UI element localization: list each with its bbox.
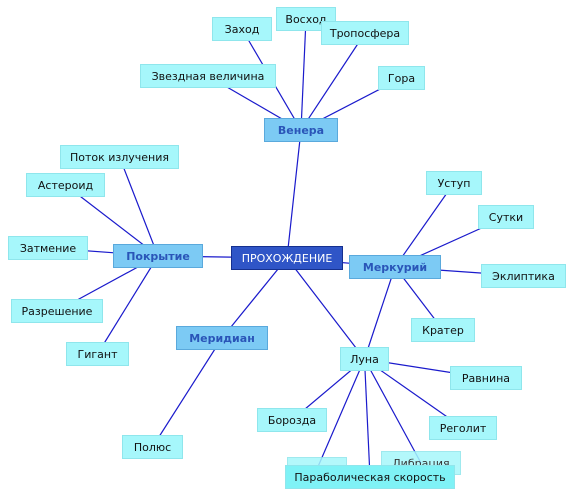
node-meridian[interactable]: Меридиан — [176, 326, 268, 350]
node-venera[interactable]: Венера — [264, 118, 338, 142]
edge-merkuriy-ustup — [394, 182, 455, 268]
edge-venera-troposfera — [300, 32, 366, 131]
edge-root-luna — [286, 257, 365, 360]
node-ustup[interactable]: Уступ — [426, 171, 482, 195]
edge-meridian-polyus — [151, 337, 223, 448]
node-zatmenie[interactable]: Затмение — [8, 236, 88, 260]
node-zakhod[interactable]: Заход — [212, 17, 272, 41]
node-root[interactable]: ПРОХОЖДЕНИЕ — [231, 246, 343, 270]
node-asteroid[interactable]: Астероид — [26, 173, 105, 197]
node-troposfera[interactable]: Тропосфера — [321, 21, 409, 45]
node-gora[interactable]: Гора — [378, 66, 425, 90]
node-gigant[interactable]: Гигант — [66, 342, 129, 366]
node-parabolicheskaya[interactable]: Параболическая скорость — [285, 465, 455, 489]
edge-venera-voskhod — [300, 18, 307, 131]
node-sutki[interactable]: Сутки — [478, 205, 534, 229]
node-potok[interactable]: Поток излучения — [60, 145, 179, 169]
node-razreshenie[interactable]: Разрешение — [11, 299, 103, 323]
node-pokrytie[interactable]: Покрытие — [113, 244, 203, 268]
edge-pokrytie-potok — [118, 156, 159, 257]
edge-pokrytie-gigant — [96, 255, 159, 355]
node-voskhod[interactable]: Восход — [276, 7, 336, 31]
node-regolit[interactable]: Реголит — [429, 416, 497, 440]
node-krater[interactable]: Кратер — [411, 318, 475, 342]
edge-luna-zemlya — [316, 358, 366, 470]
node-ravnina[interactable]: Равнина — [450, 366, 522, 390]
edge-root-meridian — [221, 257, 288, 339]
node-luna[interactable]: Луна — [340, 347, 389, 371]
node-zvezdnaya[interactable]: Звездная величина — [140, 64, 276, 88]
node-ekliptika[interactable]: Эклиптика — [481, 264, 566, 288]
edge-merkuriy-luna — [363, 266, 396, 360]
edge-root-venera — [286, 129, 302, 259]
node-polyus[interactable]: Полюс — [122, 435, 183, 459]
edge-luna-libratsiya — [363, 358, 422, 464]
edge-luna-parabolicheskaya — [363, 358, 371, 478]
node-borozda[interactable]: Борозда — [257, 408, 327, 432]
node-merkuriy[interactable]: Меркурий — [349, 255, 441, 279]
